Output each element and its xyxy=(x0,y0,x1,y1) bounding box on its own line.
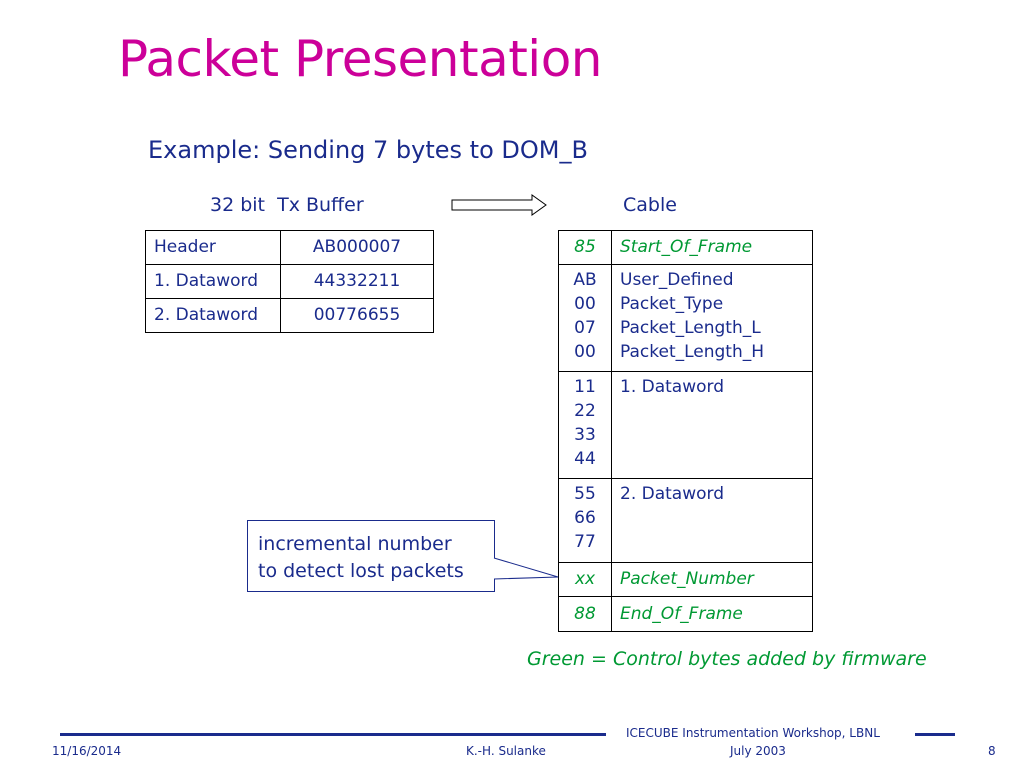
byte-value: 85 xyxy=(574,237,596,257)
byte-desc: 1. Dataword xyxy=(620,377,725,397)
cable-desc: Packet_Number xyxy=(611,562,813,597)
byte-desc: Packet_Length_L xyxy=(620,318,761,338)
cable-table: 85 Start_Of_Frame AB 00 07 00 User_Defin… xyxy=(558,230,813,632)
byte-value: 55 xyxy=(574,484,596,504)
table-row: 85 Start_Of_Frame xyxy=(558,230,813,265)
footer-date: 11/16/2014 xyxy=(52,744,122,758)
table-row: Header AB000007 xyxy=(145,230,434,265)
footer-author: K.-H. Sulanke xyxy=(466,744,546,758)
tx-buffer-table: Header AB000007 1. Dataword 44332211 2. … xyxy=(145,230,434,333)
cable-desc: Start_Of_Frame xyxy=(611,230,813,265)
tx-dataword2-name: 2. Dataword xyxy=(145,298,281,333)
byte-desc: Packet_Length_H xyxy=(620,342,765,362)
byte-value: xx xyxy=(574,569,596,589)
cable-label: Cable xyxy=(623,194,677,216)
slide-subtitle: Example: Sending 7 bytes to DOM_B xyxy=(148,136,588,164)
footer-event: ICECUBE Instrumentation Workshop, LBNL xyxy=(626,726,880,740)
cable-bytes: xx xyxy=(558,562,612,597)
byte-value: 00 xyxy=(574,342,596,362)
color-legend: Green = Control bytes added by firmware xyxy=(527,648,927,670)
table-row: xx Packet_Number xyxy=(558,562,813,597)
tx-dataword2-value: 00776655 xyxy=(280,298,434,333)
footer-rule-left xyxy=(60,733,606,736)
footer-rule-right xyxy=(915,733,955,736)
byte-value: 00 xyxy=(574,294,596,314)
byte-value: 88 xyxy=(574,604,596,624)
footer-event-date: July 2003 xyxy=(730,744,786,758)
byte-value: 77 xyxy=(574,532,596,552)
byte-value: 11 xyxy=(574,377,596,397)
tx-buffer-label: 32 bit Tx Buffer xyxy=(210,194,364,216)
cable-desc: End_Of_Frame xyxy=(611,596,813,632)
arrow-right-icon xyxy=(451,194,547,216)
byte-desc: Start_Of_Frame xyxy=(620,237,753,257)
cable-bytes: 85 xyxy=(558,230,612,265)
cable-desc: 1. Dataword xyxy=(611,371,813,479)
byte-desc: 2. Dataword xyxy=(620,484,725,504)
callout-box: incremental number to detect lost packet… xyxy=(247,520,495,592)
cable-bytes: 55 66 77 xyxy=(558,478,612,563)
cable-bytes: AB 00 07 00 xyxy=(558,264,612,372)
table-row: AB 00 07 00 User_Defined Packet_Type Pac… xyxy=(558,264,813,372)
byte-value: AB xyxy=(573,270,597,290)
byte-desc: Packet_Type xyxy=(620,294,724,314)
byte-value: 33 xyxy=(574,425,596,445)
cable-bytes: 88 xyxy=(558,596,612,632)
callout-line: incremental number xyxy=(258,533,452,555)
byte-value: 66 xyxy=(574,508,596,528)
cable-desc: User_Defined Packet_Type Packet_Length_L… xyxy=(611,264,813,372)
tx-header-name: Header xyxy=(145,230,281,265)
tx-dataword1-name: 1. Dataword xyxy=(145,264,281,299)
page-number: 8 xyxy=(988,744,996,758)
table-row: 55 66 77 2. Dataword xyxy=(558,478,813,563)
table-row: 2. Dataword 00776655 xyxy=(145,298,434,333)
tx-dataword1-value: 44332211 xyxy=(280,264,434,299)
byte-value: 07 xyxy=(574,318,596,338)
byte-desc: Packet_Number xyxy=(620,569,754,589)
byte-value: 22 xyxy=(574,401,596,421)
table-row: 88 End_Of_Frame xyxy=(558,596,813,632)
byte-value: 44 xyxy=(574,449,596,469)
slide-title: Packet Presentation xyxy=(118,30,602,88)
byte-desc: End_Of_Frame xyxy=(620,604,743,624)
callout-line: to detect lost packets xyxy=(258,560,464,582)
tx-header-value: AB000007 xyxy=(280,230,434,265)
table-row: 11 22 33 44 1. Dataword xyxy=(558,371,813,479)
byte-desc: User_Defined xyxy=(620,270,734,290)
table-row: 1. Dataword 44332211 xyxy=(145,264,434,299)
cable-bytes: 11 22 33 44 xyxy=(558,371,612,479)
callout-pointer xyxy=(493,557,559,580)
cable-desc: 2. Dataword xyxy=(611,478,813,563)
